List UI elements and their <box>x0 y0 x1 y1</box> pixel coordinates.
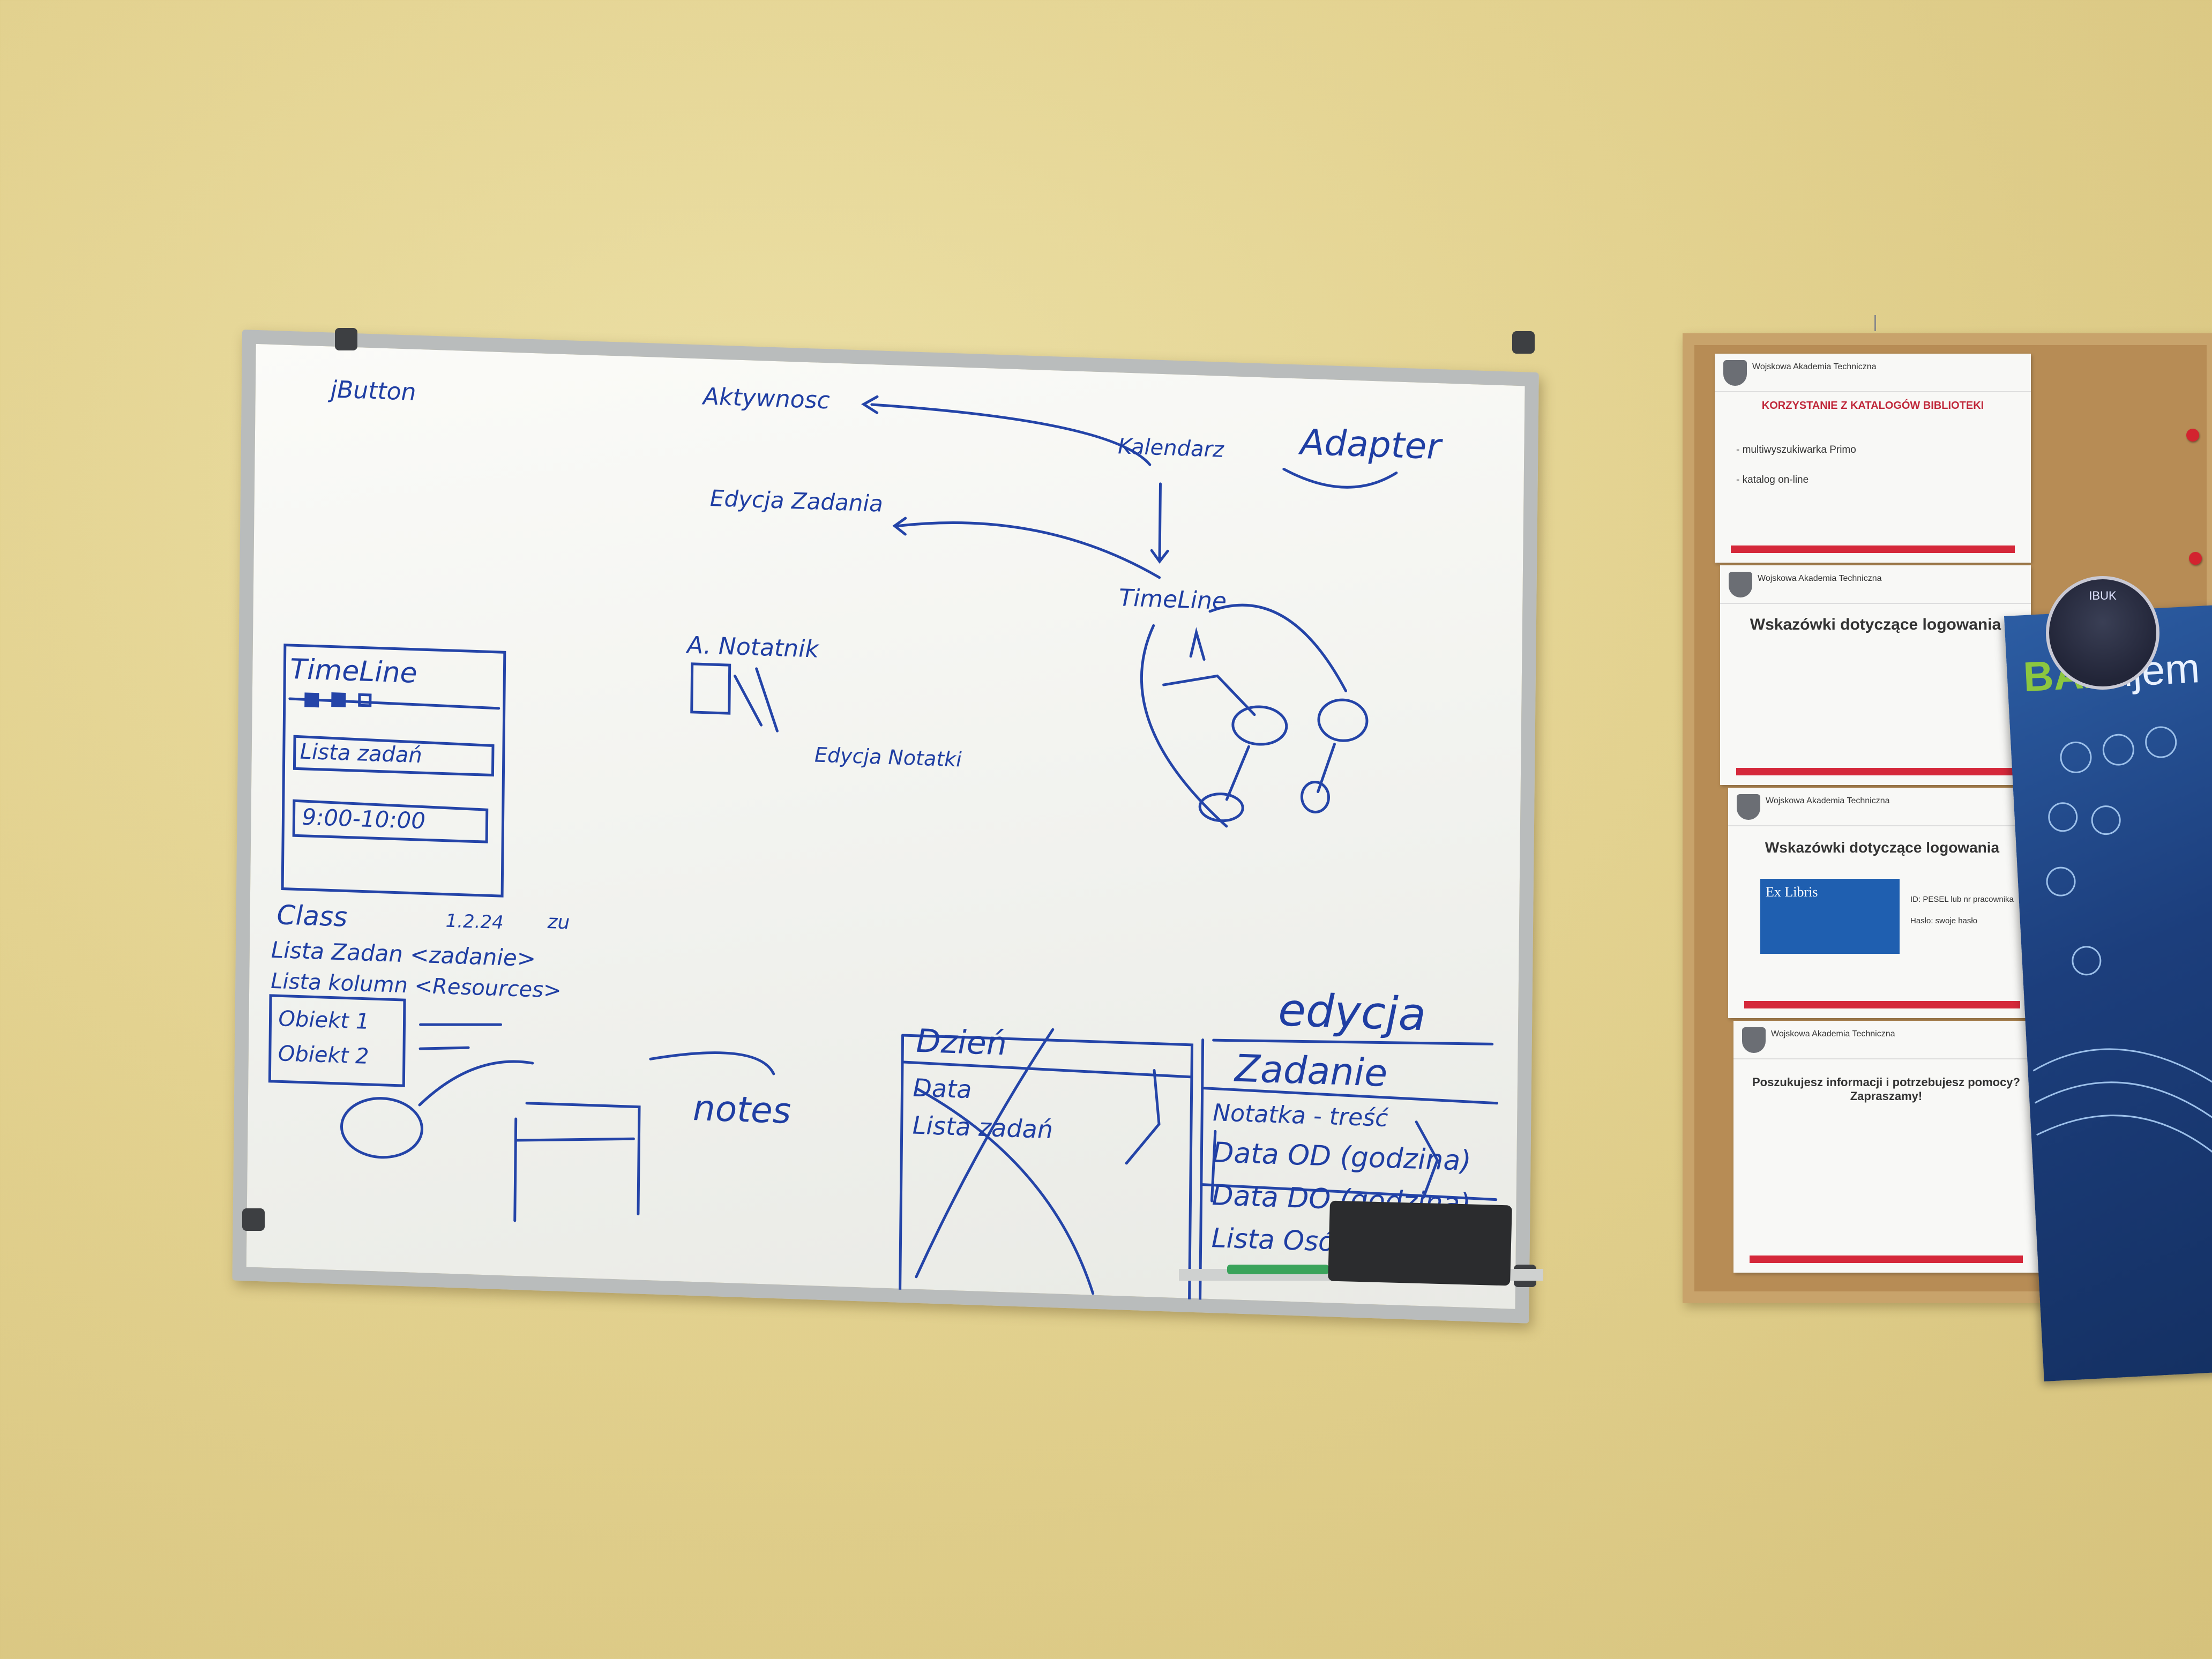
poster-icon <box>2102 734 2134 766</box>
flyer-redbar <box>1736 768 2015 775</box>
push-pin <box>2186 429 2199 442</box>
flyer-redbar <box>1750 1256 2023 1263</box>
note-data: Data <box>913 1073 972 1104</box>
poster-icon <box>2048 802 2078 832</box>
whiteboard-corner-top-left <box>335 328 357 350</box>
marker <box>1227 1265 1329 1274</box>
flyer-catalog: Wojskowa Akademia Techniczna KORZYSTANIE… <box>1715 354 2031 563</box>
note-obiekt-1: Obiekt 1 <box>278 1006 370 1034</box>
flyer-login-tips-1: Wojskowa Akademia Techniczna Wskazówki d… <box>1720 565 2031 785</box>
wall-nail <box>1874 315 1886 331</box>
flyer-title: Wskazówki dotyczące logowania <box>1765 839 2000 856</box>
whiteboard-corner-top-right <box>1512 331 1535 354</box>
exlibris-logo: Ex Libris <box>1766 884 1818 900</box>
arrow-timeline-edycja <box>896 521 1161 579</box>
eraser <box>1328 1200 1512 1286</box>
poster-icon <box>2060 741 2092 773</box>
note-edycja: edycja <box>1277 983 1426 1041</box>
note-timeline-right: TimeLine <box>1118 584 1227 615</box>
note-class: Class <box>276 899 348 933</box>
crest-icon <box>1742 1027 1766 1053</box>
flyer-org: Wojskowa Akademia Techniczna <box>1758 574 1882 583</box>
poster-icons <box>2032 726 2212 1199</box>
crest-icon <box>1737 794 1760 820</box>
poster-icon <box>2091 805 2121 835</box>
note-aktywnosc: Aktywnosc <box>703 383 830 415</box>
note-a-notatnik: A. Notatnik <box>686 631 819 663</box>
note-class-zu: zu <box>547 910 570 934</box>
poster-icon <box>2145 726 2177 758</box>
flyer-item-primo: - multiwyszukiwarka Primo <box>1736 444 1856 455</box>
flyer-org: Wojskowa Akademia Techniczna <box>1771 1029 1895 1038</box>
crest-icon <box>1729 572 1752 597</box>
note-adapter: Adapter <box>1299 421 1441 468</box>
note-lista-zadan-dzien: Lista zadań <box>912 1110 1053 1145</box>
note-class-date: 1.2.24 <box>445 910 504 934</box>
push-pin <box>2189 552 2202 565</box>
note-time-range: 9:00-10:00 <box>302 803 426 834</box>
whiteboard-corner-bottom-left <box>242 1208 265 1231</box>
poster-icon <box>2046 866 2076 896</box>
note-jbutton: jButton <box>330 376 416 406</box>
note-edycja-notatki: Edycja Notatki <box>814 743 962 772</box>
note-obiekt-2: Obiekt 2 <box>278 1041 369 1069</box>
exlibris-screenshot: Ex Libris <box>1760 879 1900 954</box>
note-lista-zadan-box: Lista zadań <box>300 739 422 768</box>
whiteboard: jButton Aktywnosc Kalendarz Adapter Edyc… <box>232 330 1539 1324</box>
note-notatka: Notatka - treść <box>1212 1099 1388 1132</box>
flyer-login-tips-2: Wojskowa Akademia Techniczna Wskazówki d… <box>1728 788 2036 1018</box>
whiteboard-drawings <box>268 395 1499 1310</box>
flyer-org: Wojskowa Akademia Techniczna <box>1752 362 1877 371</box>
ibuk-badge: IBUK <box>2046 576 2159 690</box>
flyer-id-line: ID: PESEL lub nr pracownika <box>1910 895 2014 904</box>
badge-label: IBUK <box>2089 589 2117 602</box>
note-timeline-left: TimeLine <box>290 653 417 690</box>
flyer-help: Wojskowa Akademia Techniczna Poszukujesz… <box>1733 1021 2039 1273</box>
crest-icon <box>1723 360 1747 386</box>
note-zadanie: Zadanie <box>1234 1046 1388 1095</box>
flyer-title: KORZYSTANIE Z KATALOGÓW BIBLIOTEKI <box>1761 400 1984 412</box>
poster-icon <box>2072 946 2102 976</box>
flyer-redbar <box>1744 1001 2020 1008</box>
flyer-redbar <box>1731 545 2015 553</box>
note-dzien: Dzień <box>916 1022 1007 1063</box>
flyer-org: Wojskowa Akademia Techniczna <box>1766 796 1890 805</box>
poster-baz: BAZujem <box>2004 604 2212 1382</box>
note-kalendarz: Kalendarz <box>1117 434 1224 462</box>
arrow-kalendarz-aktywnosc <box>870 403 1152 466</box>
flyer-title: Poszukujesz informacji i potrzebujesz po… <box>1752 1075 2020 1103</box>
flyer-title: Wskazówki dotyczące logowania <box>1750 616 2001 633</box>
note-notes: notes <box>692 1087 791 1132</box>
flyer-item-katalog: - katalog on-line <box>1736 474 1809 485</box>
flyer-haslo-line: Hasło: swoje hasło <box>1910 916 1978 925</box>
